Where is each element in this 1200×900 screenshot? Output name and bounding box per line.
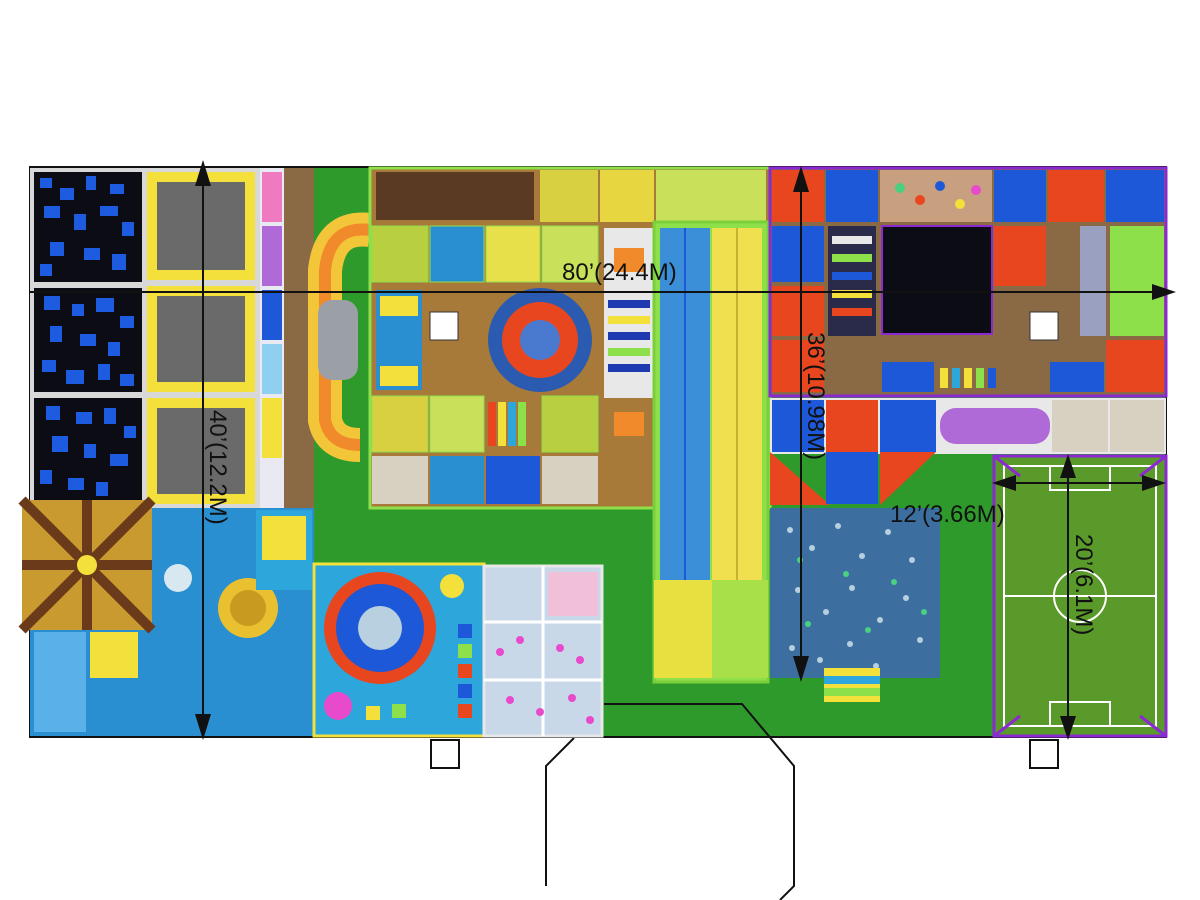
wave-slide-lanes [652, 220, 770, 684]
ball-pit [770, 452, 940, 702]
net-cube [482, 564, 604, 738]
trampoline-zone [30, 168, 314, 508]
stairs [608, 300, 650, 372]
entrance [430, 703, 1059, 900]
door-marker-left [430, 739, 460, 769]
field-depth-label: 20’(6.1M) [1070, 534, 1097, 635]
rainbow-steps [488, 402, 526, 446]
ninja-bars [832, 236, 872, 316]
trampoline-blue-tiles [40, 176, 136, 496]
dimension-lines [30, 160, 1176, 740]
toddler-soft-play [312, 562, 486, 738]
central-depth-label: 36’(10.98M) [802, 332, 829, 460]
ninja-course [768, 166, 1168, 398]
soccer-field [992, 454, 1168, 738]
rainbow-bars-2 [940, 368, 996, 388]
tube-slide [770, 398, 1166, 454]
field-width-label: 12’(3.66M) [890, 501, 1005, 528]
overall-width-label: 80’(24.4M) [562, 259, 677, 286]
overall-depth-label: 40’(12.2M) [204, 410, 231, 525]
carousel-tent [18, 496, 314, 736]
door-marker-right [1029, 739, 1059, 769]
net-trampoline [881, 225, 993, 335]
spiral-slide [308, 212, 373, 462]
